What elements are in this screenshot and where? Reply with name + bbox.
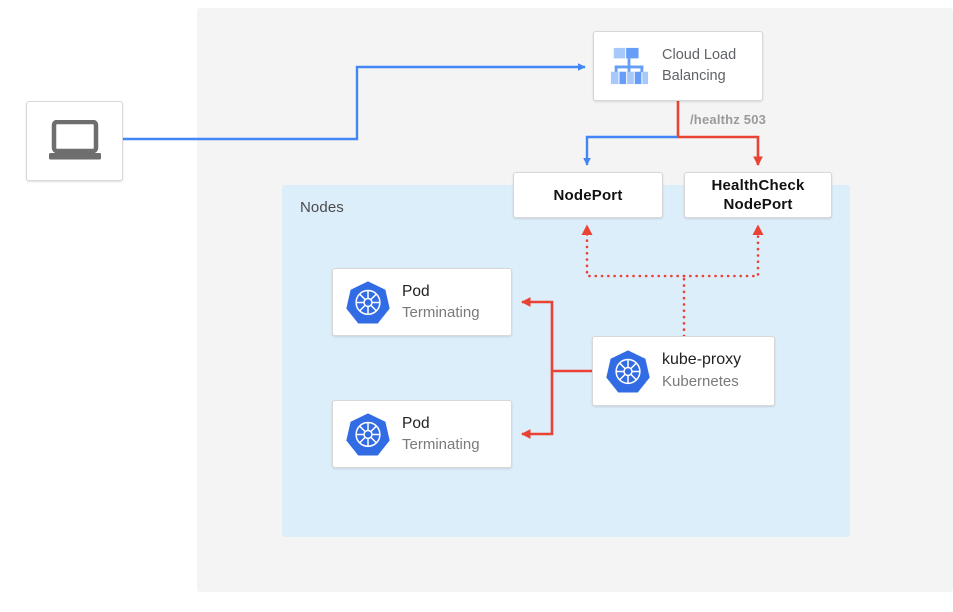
healthz-label: /healthz 503 xyxy=(690,112,767,127)
kubernetes-icon xyxy=(346,413,390,456)
pod-card[interactable]: Pod Terminating xyxy=(332,268,512,336)
laptop-icon xyxy=(48,120,101,160)
kube-proxy-text: kube-proxy Kubernetes xyxy=(662,349,741,393)
pod-title: Pod xyxy=(402,283,430,300)
nodeport-card[interactable]: NodePort xyxy=(513,172,663,218)
client-card[interactable] xyxy=(26,101,123,181)
pod-status: Terminating xyxy=(402,304,480,321)
kube-proxy-card[interactable]: kube-proxy Kubernetes xyxy=(592,336,775,406)
healthcheck-nodeport-label: HealthCheck NodePort xyxy=(711,176,804,214)
cloud-load-balancing-label: Cloud Load Balancing xyxy=(662,45,736,87)
healthcheck-nodeport-card[interactable]: HealthCheck NodePort xyxy=(684,172,832,218)
healthcheck-nodeport-label-line1: HealthCheck xyxy=(711,177,805,194)
cloud-load-balancing-card[interactable]: Cloud Load Balancing xyxy=(593,31,763,101)
pod-text: Pod Terminating xyxy=(402,413,480,455)
pod-text: Pod Terminating xyxy=(402,281,480,323)
cloud-load-balancing-label-line2: Balancing xyxy=(662,68,726,84)
pod-status: Terminating xyxy=(402,436,480,453)
kube-proxy-title: kube-proxy xyxy=(662,351,742,368)
kubernetes-icon xyxy=(606,350,650,393)
cloud-load-balancing-label-line1: Cloud Load xyxy=(662,47,737,63)
kube-proxy-subtitle: Kubernetes xyxy=(662,373,739,390)
pod-card[interactable]: Pod Terminating xyxy=(332,400,512,468)
kubernetes-icon xyxy=(346,281,390,324)
pod-title: Pod xyxy=(402,415,430,432)
nodeport-label: NodePort xyxy=(553,186,623,204)
cloud-load-balancing-icon xyxy=(610,47,649,85)
nodes-region-label: Nodes xyxy=(300,199,344,216)
healthcheck-nodeport-label-line2: NodePort xyxy=(723,196,793,213)
